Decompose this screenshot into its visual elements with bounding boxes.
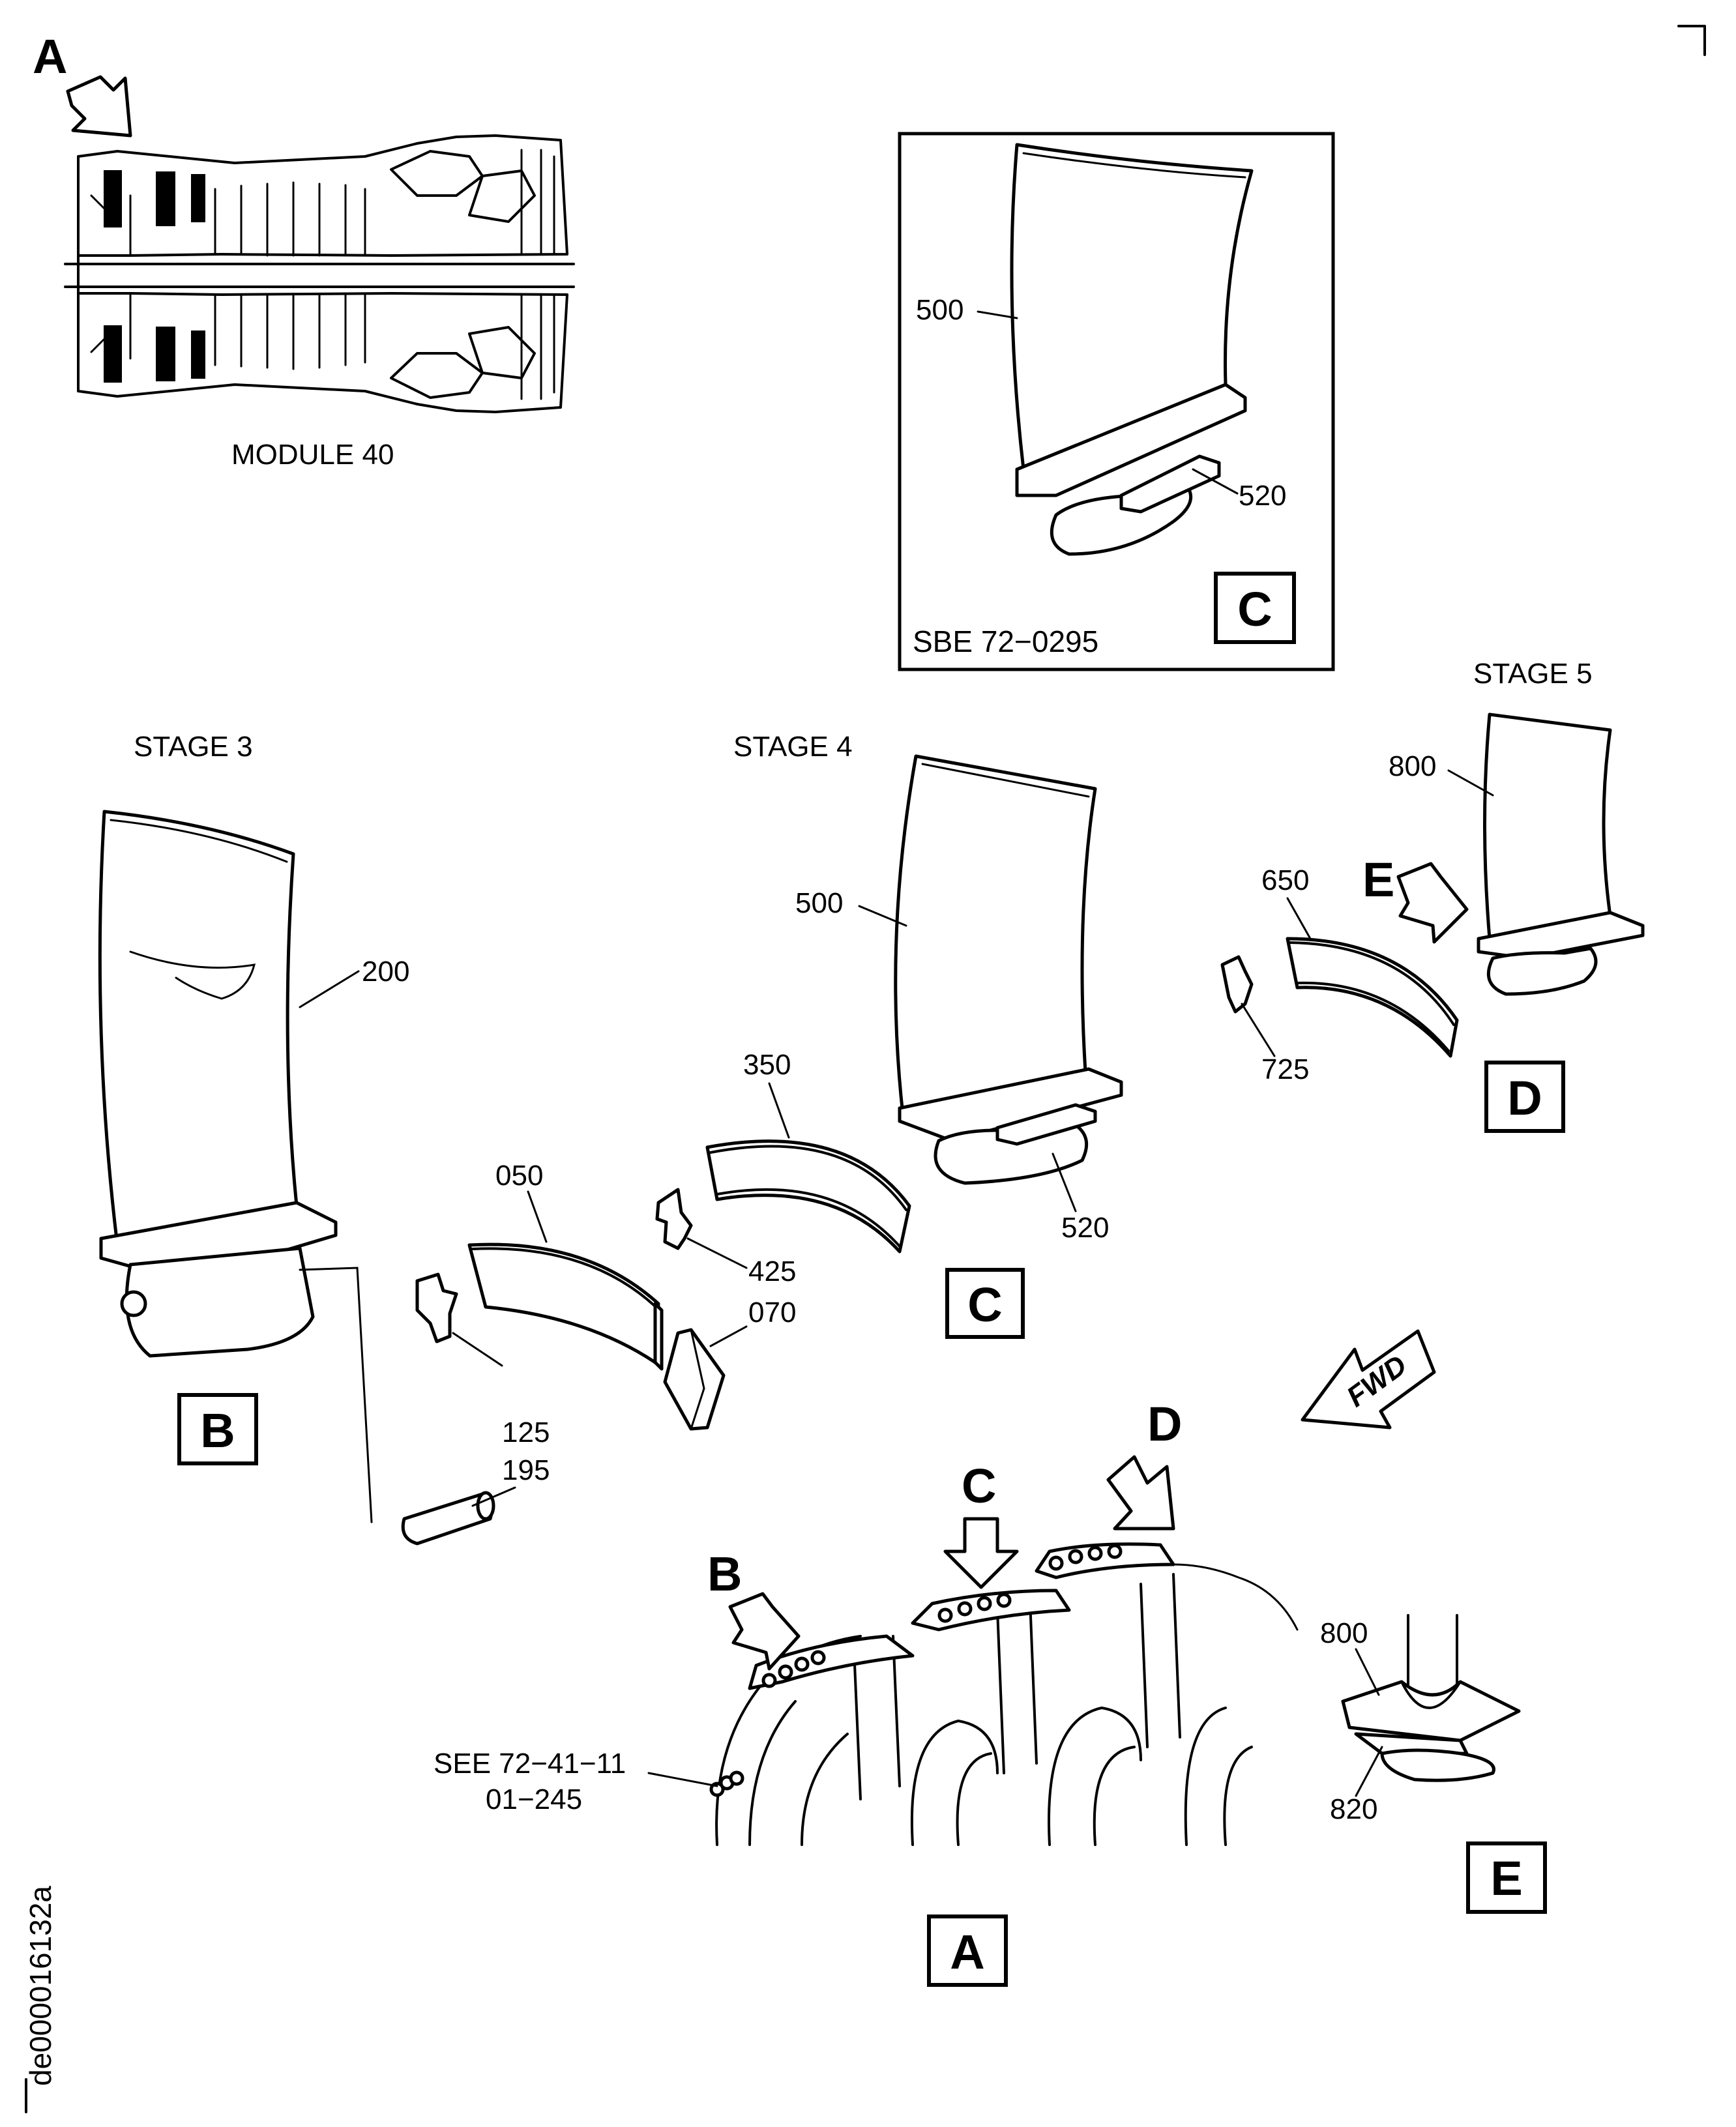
view-d-pointer-letter: D xyxy=(1147,1397,1182,1451)
stage-5-label: STAGE 5 xyxy=(1473,658,1593,690)
lockplate-125 xyxy=(415,1272,458,1343)
stage-3-blade-200 xyxy=(98,810,338,1358)
seal-050 xyxy=(467,1242,664,1371)
module-label: MODULE 40 xyxy=(231,439,394,471)
view-c-box: C xyxy=(945,1268,1025,1339)
part-label-520: 520 xyxy=(1061,1212,1109,1244)
leader-520 xyxy=(1052,1152,1077,1212)
lockplate-425 xyxy=(655,1188,693,1250)
view-e-detail xyxy=(1341,1614,1521,1782)
part-label-070: 070 xyxy=(748,1297,796,1328)
part-label-520-inset: 520 xyxy=(1239,480,1286,512)
view-e-letter: E xyxy=(1490,1851,1522,1905)
view-c-letter: C xyxy=(967,1278,1002,1332)
crop-mark-top-right xyxy=(1677,25,1706,56)
pin-195 xyxy=(401,1491,495,1546)
view-a-pointer-letter: A xyxy=(33,29,67,83)
leader-500 xyxy=(858,905,907,927)
see-reference-line1: SEE 72−41−11 xyxy=(434,1748,626,1780)
leader-725 xyxy=(1241,1003,1276,1057)
see-reference-line2: 01−245 xyxy=(486,1783,582,1815)
leader-200 xyxy=(299,970,360,1008)
view-b-box: B xyxy=(177,1393,258,1465)
leader-520-inset xyxy=(1192,468,1239,495)
view-d-pointer-arrow: D xyxy=(1106,1397,1182,1531)
leader-050 xyxy=(527,1190,548,1243)
part-label-820: 820 xyxy=(1330,1793,1377,1825)
view-a-pointer-arrow: A xyxy=(33,29,132,138)
view-c-inset-box: C xyxy=(1214,572,1296,644)
leader-350 xyxy=(768,1082,790,1139)
sbe-label: SBE 72−0295 xyxy=(913,624,1098,658)
view-b-letter: B xyxy=(200,1403,235,1458)
leader-195 xyxy=(471,1486,516,1507)
sbe-inset-box xyxy=(898,132,1335,671)
view-c-inset-letter: C xyxy=(1237,582,1272,636)
stage-3-label: STAGE 3 xyxy=(134,731,253,763)
view-d-box: D xyxy=(1484,1061,1565,1133)
part-label-425: 425 xyxy=(748,1255,796,1287)
leader-070 xyxy=(709,1325,748,1347)
clip-070 xyxy=(663,1328,726,1431)
stage-4-label: STAGE 4 xyxy=(733,731,853,763)
part-label-800-view-e: 800 xyxy=(1320,1617,1368,1649)
module-40-engine-section xyxy=(64,134,575,413)
leader-800-view-e xyxy=(1355,1648,1380,1696)
view-a-letter: A xyxy=(950,1925,984,1979)
view-b-pointer-arrow: B xyxy=(707,1547,801,1671)
leader-125 xyxy=(452,1332,503,1367)
part-label-125: 125 xyxy=(502,1416,550,1448)
part-label-650: 650 xyxy=(1261,864,1309,896)
view-d-letter: D xyxy=(1507,1071,1542,1125)
stage-4-blade-500 xyxy=(894,754,1123,1185)
part-label-500-inset: 500 xyxy=(916,294,964,326)
pin-leader-line xyxy=(299,1267,373,1523)
part-label-800-stage5: 800 xyxy=(1389,750,1436,782)
leader-see-reference xyxy=(647,1772,718,1787)
leader-820 xyxy=(1355,1746,1383,1797)
seal-350 xyxy=(705,1139,911,1254)
lockplate-725 xyxy=(1220,955,1254,1014)
view-e-box: E xyxy=(1466,1841,1547,1914)
part-label-350: 350 xyxy=(743,1049,791,1081)
view-b-pointer-letter: B xyxy=(707,1547,742,1601)
leader-500-inset xyxy=(977,310,1018,319)
forward-direction-arrow: FWD xyxy=(1301,1329,1436,1430)
leader-425 xyxy=(686,1237,748,1269)
part-label-725: 725 xyxy=(1261,1053,1309,1085)
drawing-id: de000016132a xyxy=(23,1886,57,2086)
leader-800-stage5 xyxy=(1447,769,1494,797)
view-c-pointer-letter: C xyxy=(962,1459,996,1513)
seal-650 xyxy=(1286,937,1459,1058)
view-a-box: A xyxy=(927,1914,1008,1987)
view-e-pointer-letter: E xyxy=(1362,853,1394,907)
part-label-200: 200 xyxy=(362,956,409,988)
part-label-195: 195 xyxy=(502,1454,550,1486)
view-c-pointer-arrow: C xyxy=(943,1459,1019,1589)
stage-5-blade-800 xyxy=(1477,712,1645,996)
view-a-rotor-section xyxy=(709,1542,1299,1846)
leader-650 xyxy=(1286,897,1312,940)
part-label-500: 500 xyxy=(795,887,843,919)
view-e-pointer-arrow: E xyxy=(1362,853,1469,944)
part-label-050: 050 xyxy=(495,1160,543,1192)
